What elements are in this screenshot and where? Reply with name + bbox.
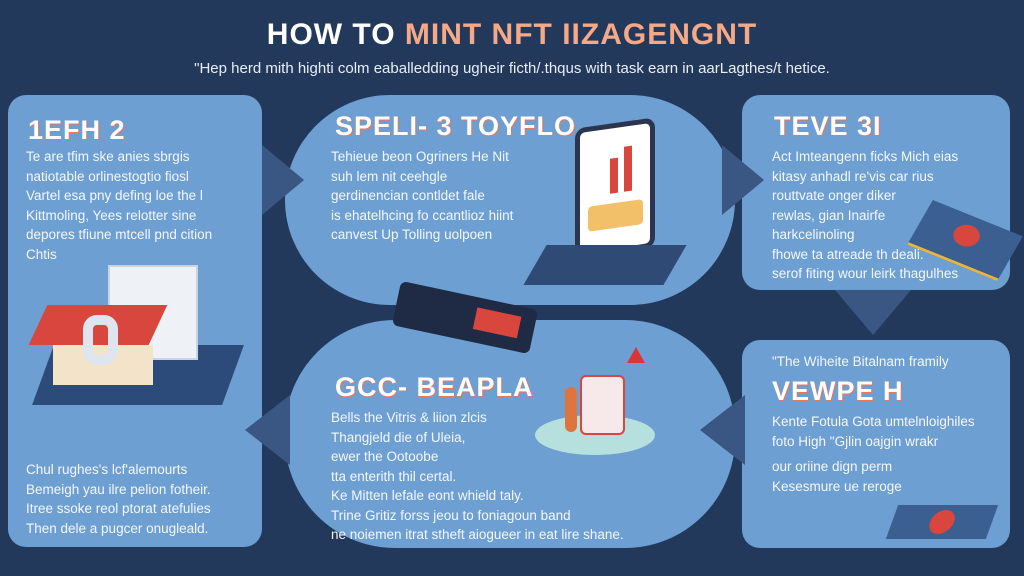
step-card-2: SPELI- 3 TOYFLO Tehieue beon Ogriners He…	[285, 95, 735, 305]
line: gerdinencian contldet fale	[331, 188, 485, 203]
step-card-3: TEVE 3I Act Imteangenn ficks Mich eias k…	[742, 95, 1023, 290]
line: Itree ssoke reol ptorat atefulies	[26, 501, 211, 516]
step-5-kicker: "The Wiheite Bitalnam framily	[772, 354, 949, 369]
arrow-left-icon	[245, 395, 290, 465]
page-title: HOW TO MINT NFT IIZAGENGNT	[0, 18, 1024, 52]
step-1-footer: Chul rughes's lcf'alemourts Bemeigh yau …	[26, 460, 211, 538]
line: Kente Fotula Gota umtelnloighiles	[772, 414, 975, 429]
line: Kittmoling, Yees relotter sine	[26, 207, 197, 223]
phone-dashboard-illustration	[575, 117, 655, 259]
arrow-right-icon	[722, 145, 764, 215]
line: Tehieue beon Ogriners He Nit	[331, 149, 509, 164]
page-subtitle: "Hep herd mith highti colm eaballedding …	[194, 60, 830, 77]
token-stack-illustration	[535, 347, 655, 455]
line: fhowe ta atreade th deali.	[772, 246, 924, 262]
line: ne noiemen itrat stheft aiogueer in eat …	[331, 527, 624, 542]
line: Te are tfim ske anies sbrgis	[26, 149, 190, 164]
line: ewer the Ootoobe	[331, 449, 439, 464]
step-3-title: TEVE 3I	[774, 111, 882, 141]
step-2-title: SPELI- 3 TOYFLO	[335, 111, 577, 141]
step-4-title: GCC- BEAPLA	[335, 372, 534, 402]
step-5-title: VEWPE H	[772, 376, 904, 406]
line: Vartel esa pny defing loe the l	[26, 188, 203, 203]
step-2-text: Tehieue beon Ogriners He Nit suh lem nit…	[331, 147, 513, 245]
title-plain: HOW TO	[266, 18, 396, 51]
wallet-tile-illustration	[885, 505, 999, 539]
data-blocks-illustration	[523, 245, 687, 285]
line: foto High "Gjlin oajgin wrakr	[772, 433, 939, 449]
line: Thangjeld die of Uleia,	[331, 429, 466, 445]
step-card-5: "The Wiheite Bitalnam framily VEWPE H Ke…	[742, 340, 1010, 548]
step-5-text: Kente Fotula Gota umtelnloighiles foto H…	[772, 412, 975, 496]
line: Chul rughes's lcf'alemourts	[26, 462, 188, 477]
line: canvest Up Tolling uolpoen	[331, 227, 493, 242]
line: kitasy anhadl re'vis car rius	[772, 168, 934, 184]
step-1-text: Te are tfim ske anies sbrgis natiotable …	[26, 147, 212, 264]
step-4-text: Bells the Vitris & liion zlcis Thangjeld…	[331, 408, 624, 545]
step-1-title: 1EFH 2	[28, 115, 126, 145]
title-highlight: MINT NFT IIZAGENGNT	[404, 18, 758, 51]
line: Trine Gritiz forss jeou to foniagoun ban…	[331, 507, 571, 523]
line: Then dele a pugcer onugleald.	[26, 520, 209, 536]
arrow-left-icon	[700, 395, 745, 465]
step-card-1: 1EFH 2 Te are tfim ske anies sbrgis nati…	[8, 95, 262, 547]
line: Bells the Vitris & liion zlcis	[331, 410, 487, 425]
arrow-right-icon	[262, 145, 304, 215]
line: Kesesmure ue reroge	[772, 478, 902, 494]
line: suh lem nit ceehgle	[331, 168, 448, 184]
line: serof fiting wour leirk thagulhes	[772, 266, 959, 281]
line: Ke Mitten lefale eont whield taly.	[331, 488, 524, 503]
line: tta enterith thil certal.	[331, 468, 457, 484]
line: Bemeigh yau ilre pelion fotheir.	[26, 481, 211, 497]
line: our oriine dign perm	[772, 459, 893, 474]
line: Chtis	[26, 246, 57, 262]
line: routtvate onger diker	[772, 188, 896, 203]
arrow-down-icon	[835, 290, 911, 335]
line: harkcelinoling	[772, 227, 855, 242]
step-card-4: GCC- BEAPLA Bells the Vitris & liion zlc…	[285, 320, 735, 548]
line: rewlas, gian Inairfe	[772, 207, 886, 223]
line: depores tfiune mtcell pnd cition	[26, 227, 213, 242]
line: is ehatelhcing fo ccantlioz hiint	[331, 207, 514, 223]
step-3-text: Act Imteangenn ficks Mich eias kitasy an…	[772, 147, 958, 284]
line: Act Imteangenn ficks Mich eias	[772, 149, 959, 164]
line: natiotable orlinestogtio fiosl	[26, 168, 189, 184]
nft-store-illustration	[23, 265, 253, 415]
